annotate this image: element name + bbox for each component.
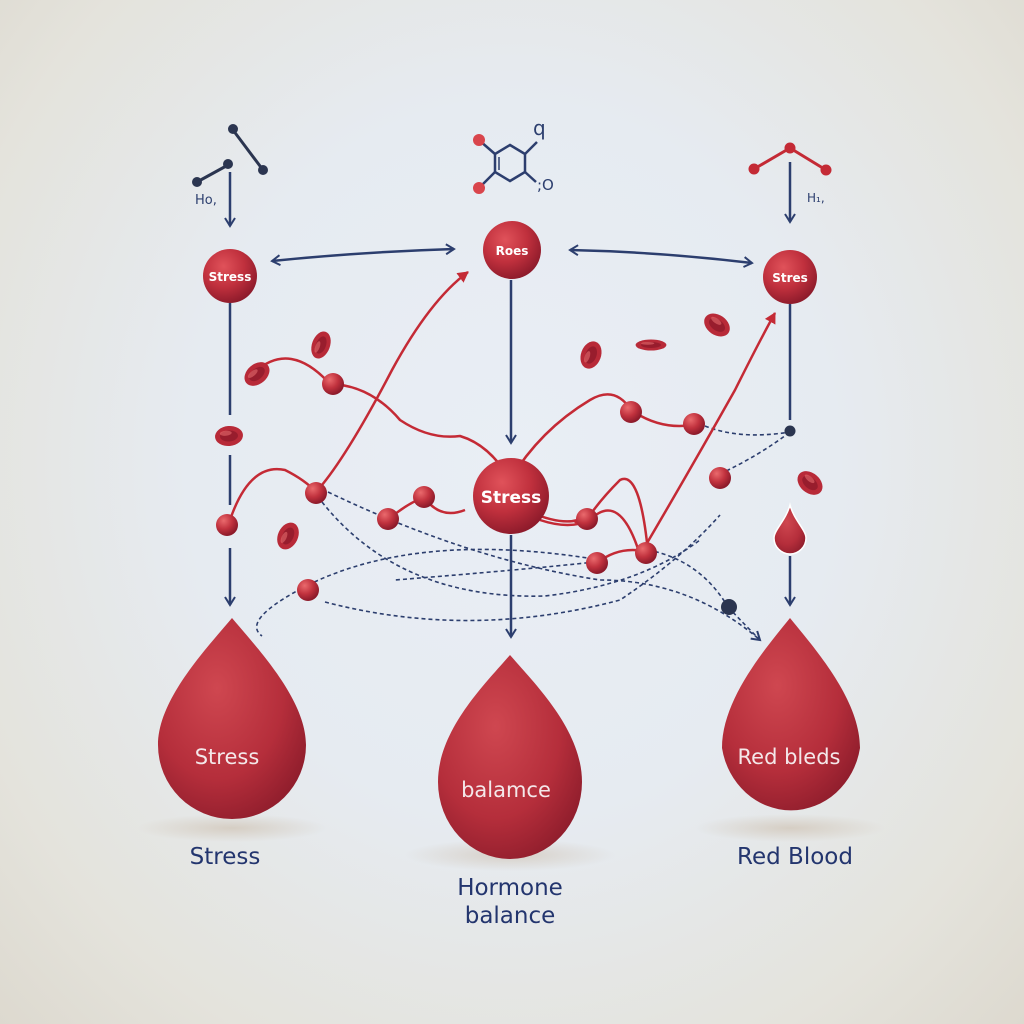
left-stress-drop[interactable]: Stress bbox=[158, 618, 306, 819]
center-molecule-icon: q ;O bbox=[473, 116, 554, 194]
navy-dot-right-top bbox=[784, 425, 796, 437]
left-drop-inner-label: Stress bbox=[195, 745, 260, 769]
center-right-bidirectional-arrow bbox=[568, 244, 754, 268]
center-molecule-side-label: ;O bbox=[537, 176, 554, 194]
center-stress-node[interactable]: Stress bbox=[473, 458, 549, 534]
center-top-node[interactable]: Roes bbox=[483, 221, 541, 279]
caption-stress: Stress bbox=[189, 844, 261, 870]
right-top-node-label: Stres bbox=[772, 271, 808, 285]
right-top-node[interactable]: Stres bbox=[763, 250, 817, 304]
molecule-beads bbox=[216, 373, 731, 601]
right-molecule-icon: H₁, bbox=[748, 142, 832, 224]
left-top-node[interactable]: Stress bbox=[203, 249, 257, 303]
left-molecule-label: Hᴏ, bbox=[195, 193, 217, 208]
center-top-node-label: Roes bbox=[496, 244, 529, 258]
right-drop-inner-label: Red bleds bbox=[738, 745, 841, 769]
center-stress-node-label: Stress bbox=[481, 488, 542, 508]
right-red-blood-drop[interactable]: Red bleds bbox=[722, 618, 860, 811]
navy-dot-right-bottom bbox=[721, 599, 737, 615]
center-drop-inner-label: balamce bbox=[461, 778, 551, 802]
center-balance-drop[interactable]: balamce bbox=[438, 655, 582, 859]
left-center-bidirectional-arrow bbox=[270, 243, 456, 267]
left-top-node-label: Stress bbox=[209, 270, 252, 284]
caption-red-blood: Red Blood bbox=[737, 844, 853, 870]
small-blood-drop-icon bbox=[773, 502, 807, 555]
right-molecule-label: H₁, bbox=[807, 191, 825, 205]
center-molecule-top-label: q bbox=[533, 116, 546, 140]
left-molecule-icon: Hᴏ, bbox=[192, 124, 268, 228]
caption-hormone-balance: Hormone balance bbox=[457, 875, 563, 929]
